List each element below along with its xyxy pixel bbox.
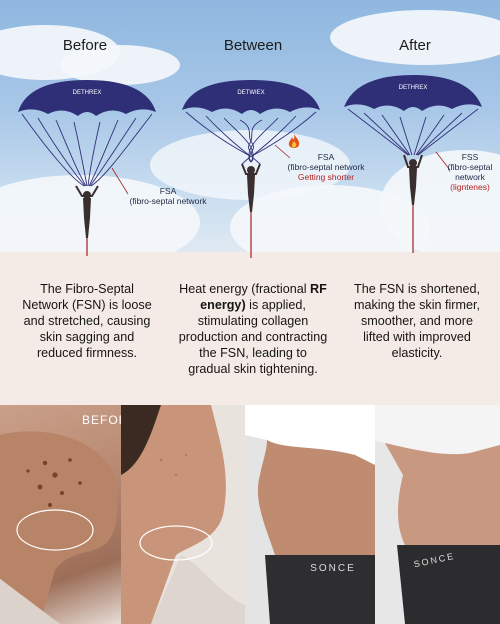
waistband-brand-before: SONCE — [310, 563, 356, 574]
photo-tag-once: ONCE — [343, 413, 375, 427]
description-after-text: The FSN is shortened, making the skin fi… — [354, 282, 480, 360]
description-between: Heat energy (fractional RF energy) is ap… — [178, 281, 328, 377]
parachute-between: DETWIEX — [180, 78, 322, 258]
label-between-line-2: (fibro-septal network — [287, 162, 365, 172]
canopy-brand-after: DETHREX — [399, 85, 428, 91]
photo-waist-before: SONCE ONCE — [245, 405, 375, 624]
parachute-before: DETHREX — [16, 78, 158, 258]
description-before-text: The Fibro-Septal Network (FSN) is loose … — [22, 282, 152, 360]
parachute-after: DETHREX — [342, 75, 484, 255]
label-after-line-1: FSS — [461, 152, 479, 162]
label-pointers — [111, 144, 451, 195]
label-between-line-1: FSA — [317, 152, 335, 162]
photo-face-before: BEFORE — [0, 405, 121, 624]
photo-tag-before: BEFORE — [82, 413, 121, 427]
label-before-line-1: FSA — [159, 186, 177, 196]
description-between-text-1: Heat energy (fractional — [179, 282, 311, 296]
photo-face-after — [121, 405, 245, 624]
label-between-highlight: Getting shorter — [297, 172, 355, 182]
description-between-bold: RF energy) — [200, 282, 327, 312]
flame-icon — [287, 134, 301, 155]
label-before: FSA (fibro-septal network — [118, 186, 218, 206]
label-after-highlight: (ligntenes) — [450, 182, 490, 192]
photo-waist-after: SONCE — [375, 405, 500, 624]
description-before: The Fibro-Septal Network (FSN) is loose … — [22, 281, 152, 361]
before-after-photos: BEFORE SONCE ONCE SONCE — [0, 405, 500, 624]
label-between: FSA (fibro-septal network Getting shorte… — [278, 152, 374, 182]
stage-title-between: Between — [223, 37, 283, 54]
label-before-line-2: (fibro-septal network — [129, 196, 207, 206]
description-after: The FSN is shortened, making the skin fi… — [352, 281, 482, 361]
stage-title-before: Before — [62, 37, 108, 54]
label-after: FSS (fibro-septal network (ligntenes) — [440, 152, 500, 192]
description-between-text-2: is applied, stimulating collagen product… — [178, 298, 328, 376]
canopy-brand-before: DETHREX — [73, 90, 102, 96]
stage-title-after: After — [399, 37, 431, 54]
canopy-brand-between: DETWIEX — [237, 90, 264, 96]
label-after-line-3: network — [455, 172, 485, 182]
label-after-line-2: (fibro-septal — [447, 162, 493, 172]
